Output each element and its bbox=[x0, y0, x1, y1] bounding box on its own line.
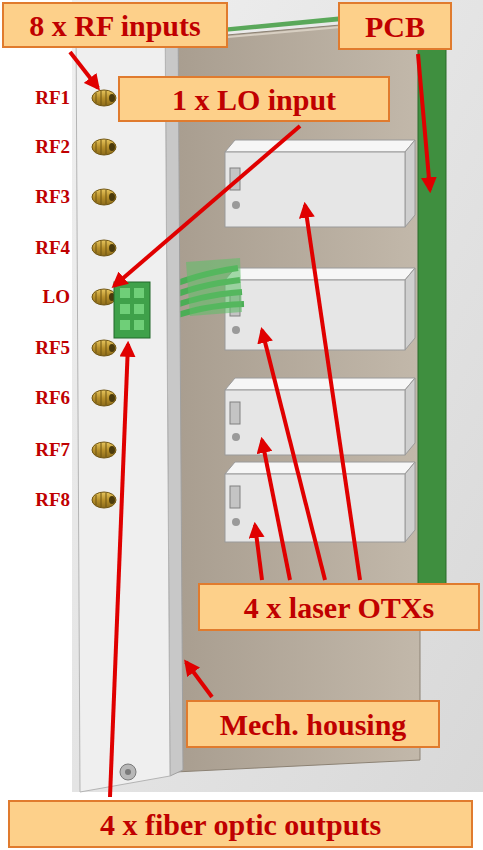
callout-text: 4 x laser OTXs bbox=[244, 591, 434, 624]
signal-label: RF5 bbox=[14, 337, 70, 359]
leader-arrow bbox=[70, 52, 98, 88]
signal-label: RF2 bbox=[14, 136, 70, 158]
callout-text: PCB bbox=[365, 10, 425, 43]
signal-label: RF7 bbox=[14, 439, 70, 461]
callout-text: 4 x fiber optic outputs bbox=[100, 808, 381, 841]
leader-arrow bbox=[255, 525, 262, 580]
callout-text: Mech. housing bbox=[220, 708, 407, 741]
fiber-connector-block bbox=[114, 282, 150, 338]
callout-box: 4 x fiber optic outputs bbox=[8, 800, 473, 848]
leader-arrow bbox=[418, 54, 430, 190]
leader-arrow bbox=[110, 344, 128, 797]
signal-label: RF3 bbox=[14, 186, 70, 208]
background bbox=[72, 0, 483, 792]
signal-label: LO bbox=[14, 286, 70, 308]
leader-arrow bbox=[262, 330, 325, 580]
leader-arrow bbox=[186, 662, 212, 697]
sma-connectors bbox=[92, 90, 116, 508]
signal-label: RF8 bbox=[14, 489, 70, 511]
signal-label: RF1 bbox=[14, 87, 70, 109]
callout-box: Mech. housing bbox=[186, 700, 440, 748]
callout-box: PCB bbox=[338, 2, 452, 50]
callout-box: 8 x RF inputs bbox=[2, 2, 228, 48]
leader-arrow bbox=[114, 126, 300, 286]
signal-label: RF6 bbox=[14, 387, 70, 409]
leader-arrow bbox=[305, 205, 360, 580]
callout-box: 1 x LO input bbox=[118, 76, 390, 122]
laser-otx-modules bbox=[225, 140, 415, 542]
callout-box: 4 x laser OTXs bbox=[198, 583, 480, 631]
callout-text: 8 x RF inputs bbox=[29, 9, 200, 42]
front-panel bbox=[76, 8, 183, 792]
callout-text: 1 x LO input bbox=[172, 83, 336, 116]
signal-label: RF4 bbox=[14, 237, 70, 259]
leader-arrow bbox=[262, 440, 290, 580]
